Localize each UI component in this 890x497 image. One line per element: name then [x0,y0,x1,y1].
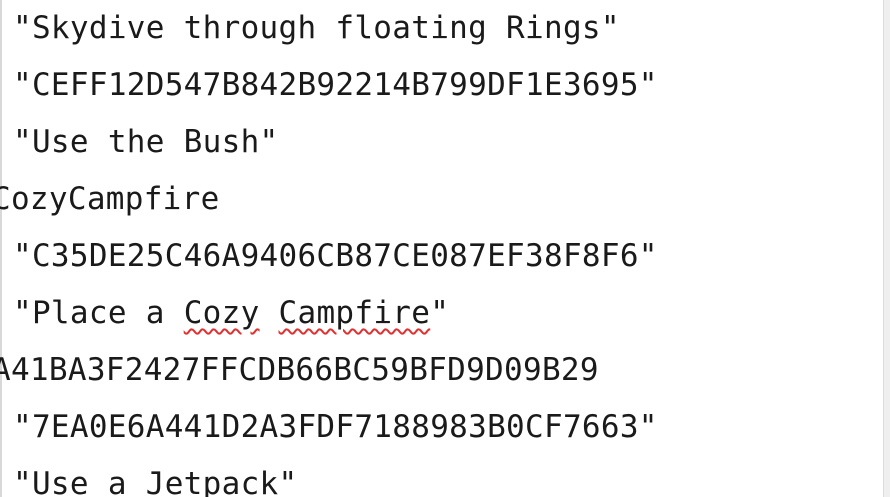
vertical-scrollbar[interactable] [883,0,890,497]
text-line[interactable]: "Skydive through floating Rings" [13,10,620,46]
text-line[interactable]: "7EA0E6A441D2A3FDF7188983B0CF7663" [13,409,658,445]
text-line[interactable]: "C35DE25C46A9406CB87CE087EF38F8F6" [13,238,658,274]
text-line[interactable]: "Use a Jetpack" [13,456,297,497]
text-fragment: "Place a [13,295,184,331]
spellcheck-flagged-word[interactable]: Jetpack [145,466,279,497]
editor-left-margin [0,0,2,497]
text-line[interactable]: "CEFF12D547B842B92214B799DF1E3695" [13,67,658,103]
spellcheck-flagged-word[interactable]: Cozy [183,295,260,331]
text-fragment: " [278,466,298,497]
text-line[interactable]: "Use the Bush" [13,124,279,160]
text-line[interactable]: "Place a Cozy Campfire" [13,285,449,341]
text-fragment: " [430,295,450,331]
spellcheck-flagged-word[interactable]: Campfire [278,295,431,331]
text-fragment [260,295,279,331]
text-line[interactable]: CozyCampfire [0,181,220,217]
text-line[interactable]: A41BA3F2427FFCDB66BC59BFD9D09B29 [0,352,599,388]
text-fragment: "Use a [13,466,146,497]
